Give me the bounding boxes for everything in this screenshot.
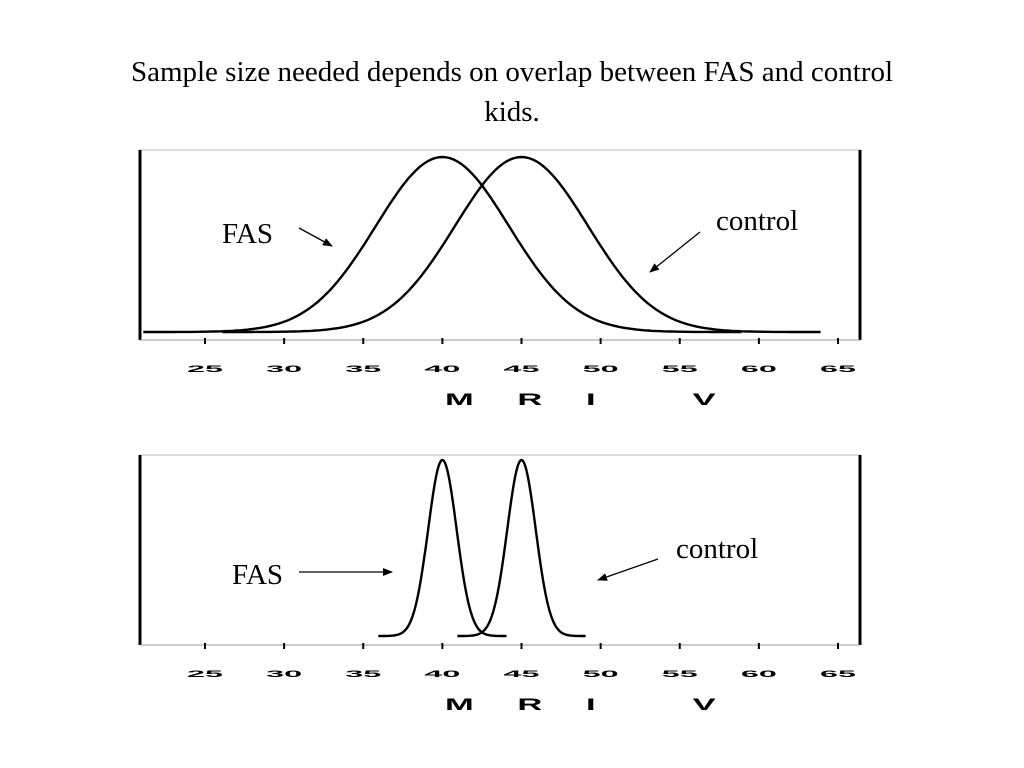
control-annotation: control	[716, 205, 798, 237]
x-tick-label: 35	[345, 364, 381, 375]
chart-1: 25 30 35 40 45 50 55 60 65 FAS control MRI V	[138, 149, 862, 409]
curve-control	[222, 155, 821, 334]
fas-arrow	[298, 227, 333, 247]
x-tick-label: 50	[583, 364, 619, 375]
x-tick-label: 35	[345, 669, 381, 680]
x-tick-label: 45	[504, 364, 540, 375]
curves	[143, 155, 821, 334]
x-tick-label: 45	[504, 669, 540, 680]
fas-annotation: FAS	[222, 218, 273, 250]
curve-fas	[143, 155, 742, 334]
chart-2: 25 30 35 40 45 50 55 60 65 FAS control MRI V	[138, 454, 862, 714]
x-tick-label: 40	[424, 669, 460, 680]
x-axis-label: MRI V	[445, 390, 759, 408]
curves	[378, 458, 586, 638]
control-arrow	[649, 231, 701, 273]
x-axis-label: MRI V	[445, 695, 759, 713]
x-tick-label: 30	[266, 364, 302, 375]
fas-annotation: FAS	[232, 559, 283, 591]
x-tick-label: 60	[741, 364, 777, 375]
x-ticks: 25 30 35 40 45 50 55 60 65	[187, 643, 856, 679]
x-tick-label: 65	[820, 364, 856, 375]
x-tick-label: 25	[187, 364, 223, 375]
x-tick-label: 65	[820, 669, 856, 680]
x-tick-label: 60	[741, 669, 777, 680]
curve-fas	[378, 458, 507, 638]
x-tick-label: 55	[662, 669, 698, 680]
control-annotation: control	[676, 533, 758, 565]
x-ticks: 25 30 35 40 45 50 55 60 65	[187, 338, 856, 374]
slide-title: Sample size needed depends on overlap be…	[130, 56, 894, 128]
x-tick-label: 30	[266, 669, 302, 680]
x-tick-label: 55	[662, 364, 698, 375]
x-tick-label: 25	[187, 669, 223, 680]
control-arrow	[597, 558, 659, 581]
x-tick-label: 40	[424, 364, 460, 375]
x-tick-label: 50	[583, 669, 619, 680]
curve-control	[457, 458, 586, 638]
